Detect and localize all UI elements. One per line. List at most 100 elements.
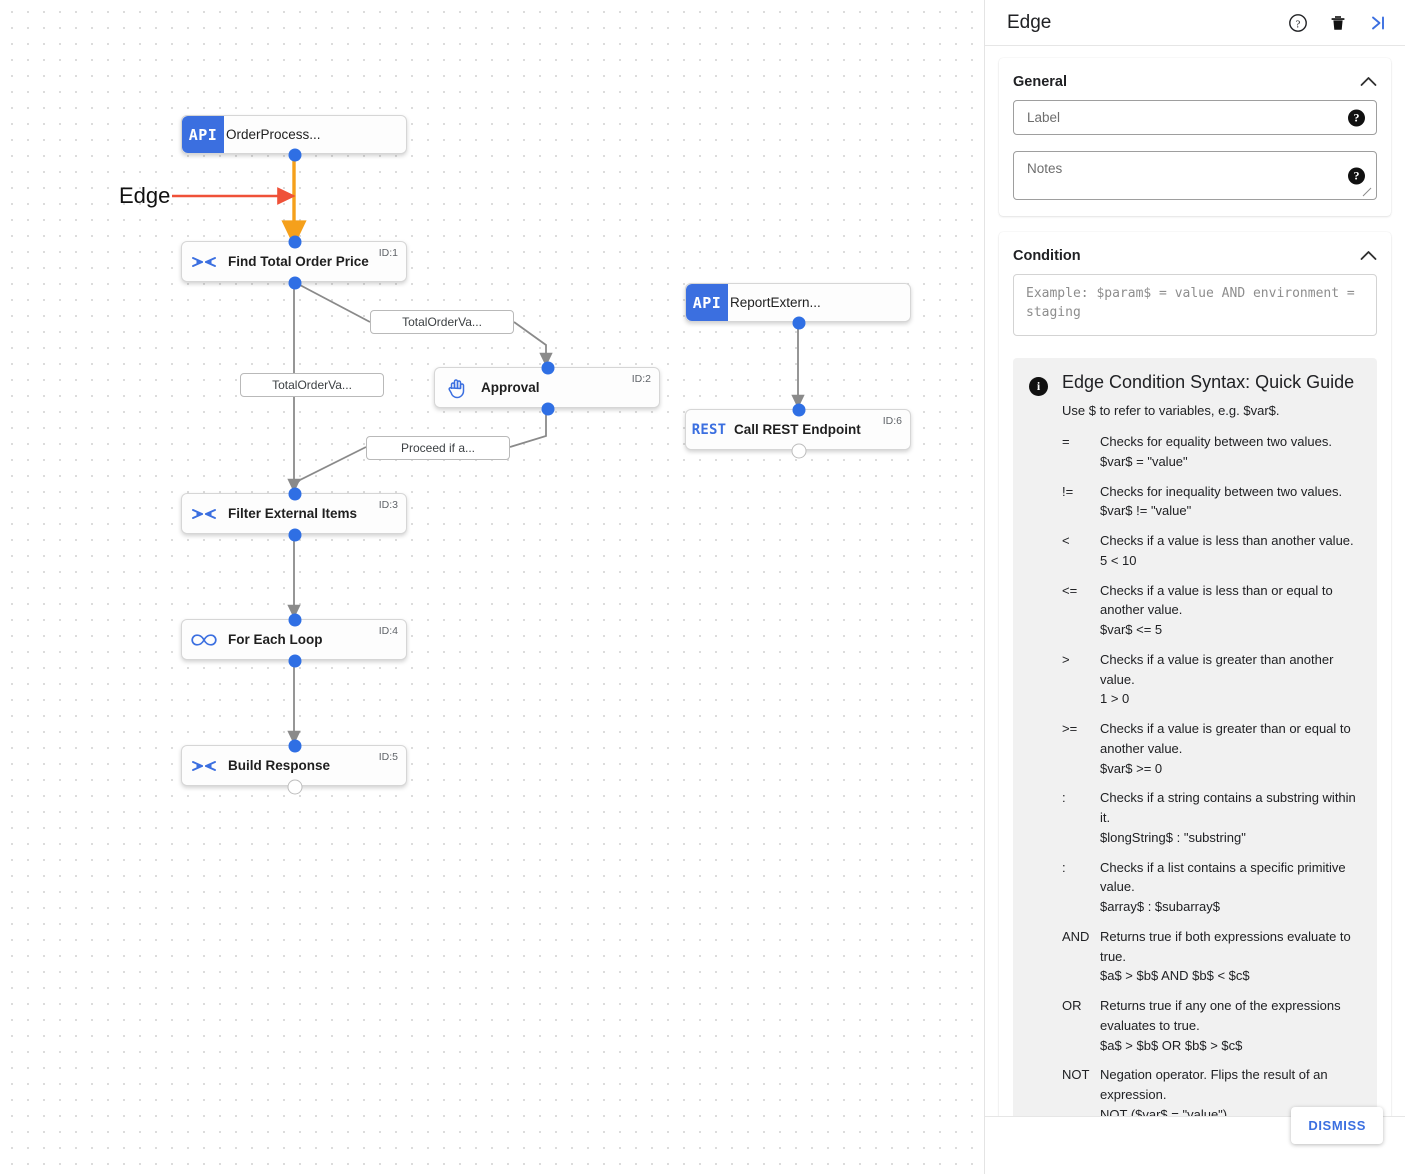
operator-description: Checks if a list contains a specific pri… <box>1100 859 1346 895</box>
general-section-header[interactable]: General <box>1013 68 1377 100</box>
operator-row: : Checks if a string contains a substrin… <box>1062 788 1361 847</box>
node-find-total-order-price[interactable]: Find Total Order Price ID:1 <box>181 235 407 290</box>
resize-grip-icon[interactable] <box>1362 187 1372 197</box>
node-id-label: ID:5 <box>378 751 398 763</box>
node-title: ReportExtern... <box>730 295 821 310</box>
operator-example: $var$ != "value" <box>1100 503 1192 519</box>
panel-footer: DISMISS <box>985 1107 1405 1174</box>
operator-symbol: AND <box>1062 928 1090 944</box>
operator-symbol: != <box>1062 483 1074 499</box>
info-icon: i <box>1029 377 1048 396</box>
node-input-port[interactable] <box>541 361 555 375</box>
node-order-process[interactable]: API OrderProcess... <box>181 115 407 162</box>
node-output-port[interactable] <box>792 316 806 330</box>
operator-example: $a$ > $b$ OR $b$ > $c$ <box>1100 1037 1243 1053</box>
operator-description: Checks if a value is less than another v… <box>1100 533 1354 548</box>
operator-example: 1 > 0 <box>1100 691 1130 707</box>
node-build-response[interactable]: Build Response ID:5 <box>181 739 407 795</box>
operator-symbol: OR <box>1062 998 1082 1013</box>
trash-icon[interactable] <box>1327 12 1349 34</box>
node-input-port[interactable] <box>288 613 302 627</box>
edge-label-chip[interactable]: TotalOrderVa... <box>370 310 514 334</box>
hand-icon <box>435 377 479 399</box>
node-title: Approval <box>481 380 540 395</box>
node-id-label: ID:6 <box>882 415 902 427</box>
operator-symbol: >= <box>1062 721 1078 736</box>
node-report-extern[interactable]: API ReportExtern... <box>685 283 911 330</box>
operator-description: Returns true if any one of the expressio… <box>1100 998 1341 1033</box>
infinity-icon <box>182 633 226 647</box>
node-id-label: ID:4 <box>378 625 398 637</box>
node-output-port[interactable] <box>288 276 302 290</box>
operator-example: $var$ <= 5 <box>1100 622 1163 637</box>
operator-row: >= Checks if a value is greater than or … <box>1062 719 1361 778</box>
operator-symbol: : <box>1062 859 1066 875</box>
edge-label-chip[interactable]: Proceed if a... <box>366 436 510 460</box>
node-title: Build Response <box>228 758 331 773</box>
panel-body: General Label ? Notes ? <box>985 46 1405 1116</box>
operator-row: OR Returns true if any one of the expres… <box>1062 996 1361 1055</box>
label-field[interactable]: Label ? <box>1013 100 1377 135</box>
node-call-rest-endpoint[interactable]: REST Call REST Endpoint ID:6 <box>685 403 911 459</box>
node-output-port[interactable] <box>541 402 555 416</box>
node-input-port[interactable] <box>288 235 302 249</box>
label-help-icon[interactable]: ? <box>1348 109 1365 126</box>
operator-row: NOT Negation operator. Flips the result … <box>1062 1065 1361 1116</box>
condition-section-header[interactable]: Condition <box>1013 242 1377 274</box>
label-field-placeholder: Label <box>1027 110 1061 125</box>
notes-help-icon[interactable]: ? <box>1348 167 1365 184</box>
condition-section-title: Condition <box>1013 248 1081 264</box>
notes-field[interactable]: Notes ? <box>1013 151 1377 200</box>
node-input-port[interactable] <box>288 487 302 501</box>
collapse-panel-icon[interactable] <box>1367 12 1389 34</box>
general-section-title: General <box>1013 74 1067 90</box>
node-title: For Each Loop <box>228 632 323 647</box>
guide-title: Edge Condition Syntax: Quick Guide <box>1062 372 1355 392</box>
operator-symbol: NOT <box>1062 1067 1090 1083</box>
node-output-port[interactable] <box>288 528 302 542</box>
merge-arrows-icon <box>182 254 226 270</box>
notes-field-placeholder: Notes <box>1027 161 1063 176</box>
operator-row: > Checks if a value is greater than anot… <box>1062 650 1361 709</box>
node-output-port[interactable] <box>288 148 302 162</box>
node-output-port[interactable] <box>287 779 303 795</box>
node-output-port[interactable] <box>791 443 807 459</box>
node-title: OrderProcess... <box>226 127 321 142</box>
operator-description: Checks for equality between two values. <box>1100 434 1332 449</box>
node-filter-external-items[interactable]: Filter External Items ID:3 <box>181 487 407 542</box>
node-id-label: ID:2 <box>631 373 651 385</box>
page-title: Edge <box>1007 11 1052 33</box>
node-output-port[interactable] <box>288 654 302 668</box>
operator-symbol: = <box>1062 434 1070 449</box>
node-input-port[interactable] <box>792 403 806 417</box>
operator-symbol: < <box>1062 533 1070 548</box>
operator-row: = Checks for equality between two values… <box>1062 432 1361 472</box>
flow-canvas[interactable]: Edge API OrderProcess... Find Total Orde… <box>0 0 985 1174</box>
operator-example: $var$ >= 0 <box>1100 760 1163 776</box>
node-approval[interactable]: Approval ID:2 <box>434 361 660 416</box>
rest-badge: REST <box>691 421 727 438</box>
node-for-each-loop[interactable]: For Each Loop ID:4 <box>181 613 407 668</box>
edge-annotation-label: Edge <box>119 183 171 208</box>
dismiss-button[interactable]: DISMISS <box>1291 1107 1383 1144</box>
operator-row: <= Checks if a value is less than or equ… <box>1062 581 1361 640</box>
merge-arrows-icon <box>182 506 226 522</box>
guide-subtitle: Use $ to refer to variables, e.g. $var$. <box>1062 403 1280 418</box>
merge-arrows-icon <box>182 758 226 774</box>
help-circle-icon[interactable]: ? <box>1287 12 1309 34</box>
node-id-label: ID:3 <box>378 499 398 511</box>
chevron-up-icon[interactable] <box>1360 76 1377 89</box>
operator-description: Checks if a string contains a substring … <box>1100 790 1356 825</box>
operator-example: $var$ = "value" <box>1100 453 1188 469</box>
condition-input[interactable]: Example: $param$ = value AND environment… <box>1013 274 1377 336</box>
edge-label-chip[interactable]: TotalOrderVa... <box>240 373 384 397</box>
operator-symbol: : <box>1062 790 1066 806</box>
general-section: General Label ? Notes ? <box>999 58 1391 216</box>
chevron-up-icon[interactable] <box>1360 250 1377 263</box>
operator-description: Checks if a value is greater than anothe… <box>1100 651 1334 687</box>
edge-properties-panel: Edge ? General <box>984 0 1405 1174</box>
node-input-port[interactable] <box>288 739 302 753</box>
operator-description: Checks if a value is less than or equal … <box>1100 582 1333 618</box>
operator-example: 5 < 10 <box>1100 552 1137 568</box>
node-id-label: ID:1 <box>378 247 398 259</box>
